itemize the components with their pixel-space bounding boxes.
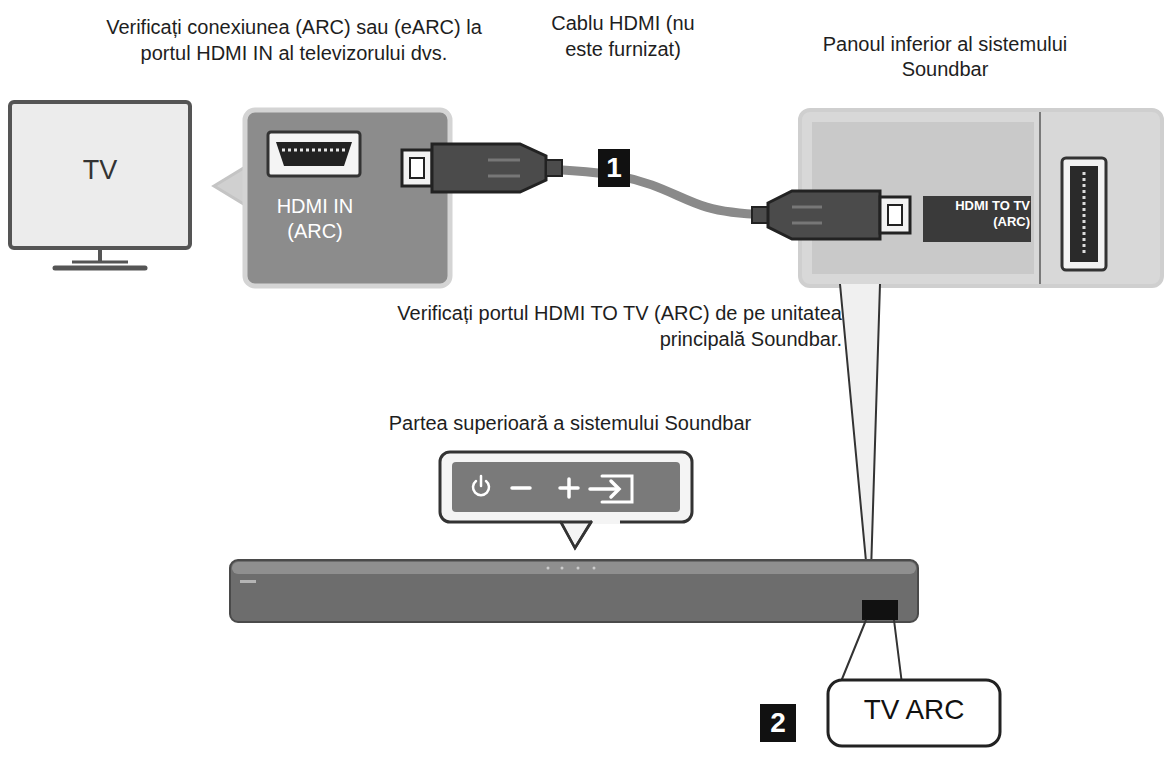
tv-screen: TV [12,104,188,246]
tv-arc-box [828,680,1000,746]
soundbar [230,560,918,622]
node-text: Panoul inferior al sistemului Soundbar [800,32,1090,82]
hdmi-plug [402,144,562,192]
instruction-note: Verificați conexiunea (ARC) sau (eARC) l… [84,14,504,66]
cable-note: Cablu HDMI (nu este furnizat) [548,10,698,62]
node-text: HDMI TO TV (ARC) [924,198,1030,231]
hdmi-plug [752,191,910,239]
leader-line [840,620,902,684]
tv-icon [10,102,190,268]
leader-line [840,284,880,604]
node-text: TV ARC [828,693,1000,728]
top-callout [440,452,692,548]
node-text: TV [12,154,188,188]
instruction-note: Verificați portul HDMI TO TV (ARC) de pe… [380,300,842,352]
callout-number: 2 [760,704,796,742]
node-text: HDMI IN (ARC) [265,194,365,244]
part-caption: Partea superioară a sistemului Soundbar [300,410,840,436]
arc-indicator-box: TV ARC [828,680,1000,746]
tv-port-callout [214,110,450,286]
panel-callout: Panoul inferior al sistemului SoundbarHD… [800,110,1162,286]
port-callout: HDMI IN (ARC) [245,110,450,286]
callout-number: 1 [598,149,630,187]
